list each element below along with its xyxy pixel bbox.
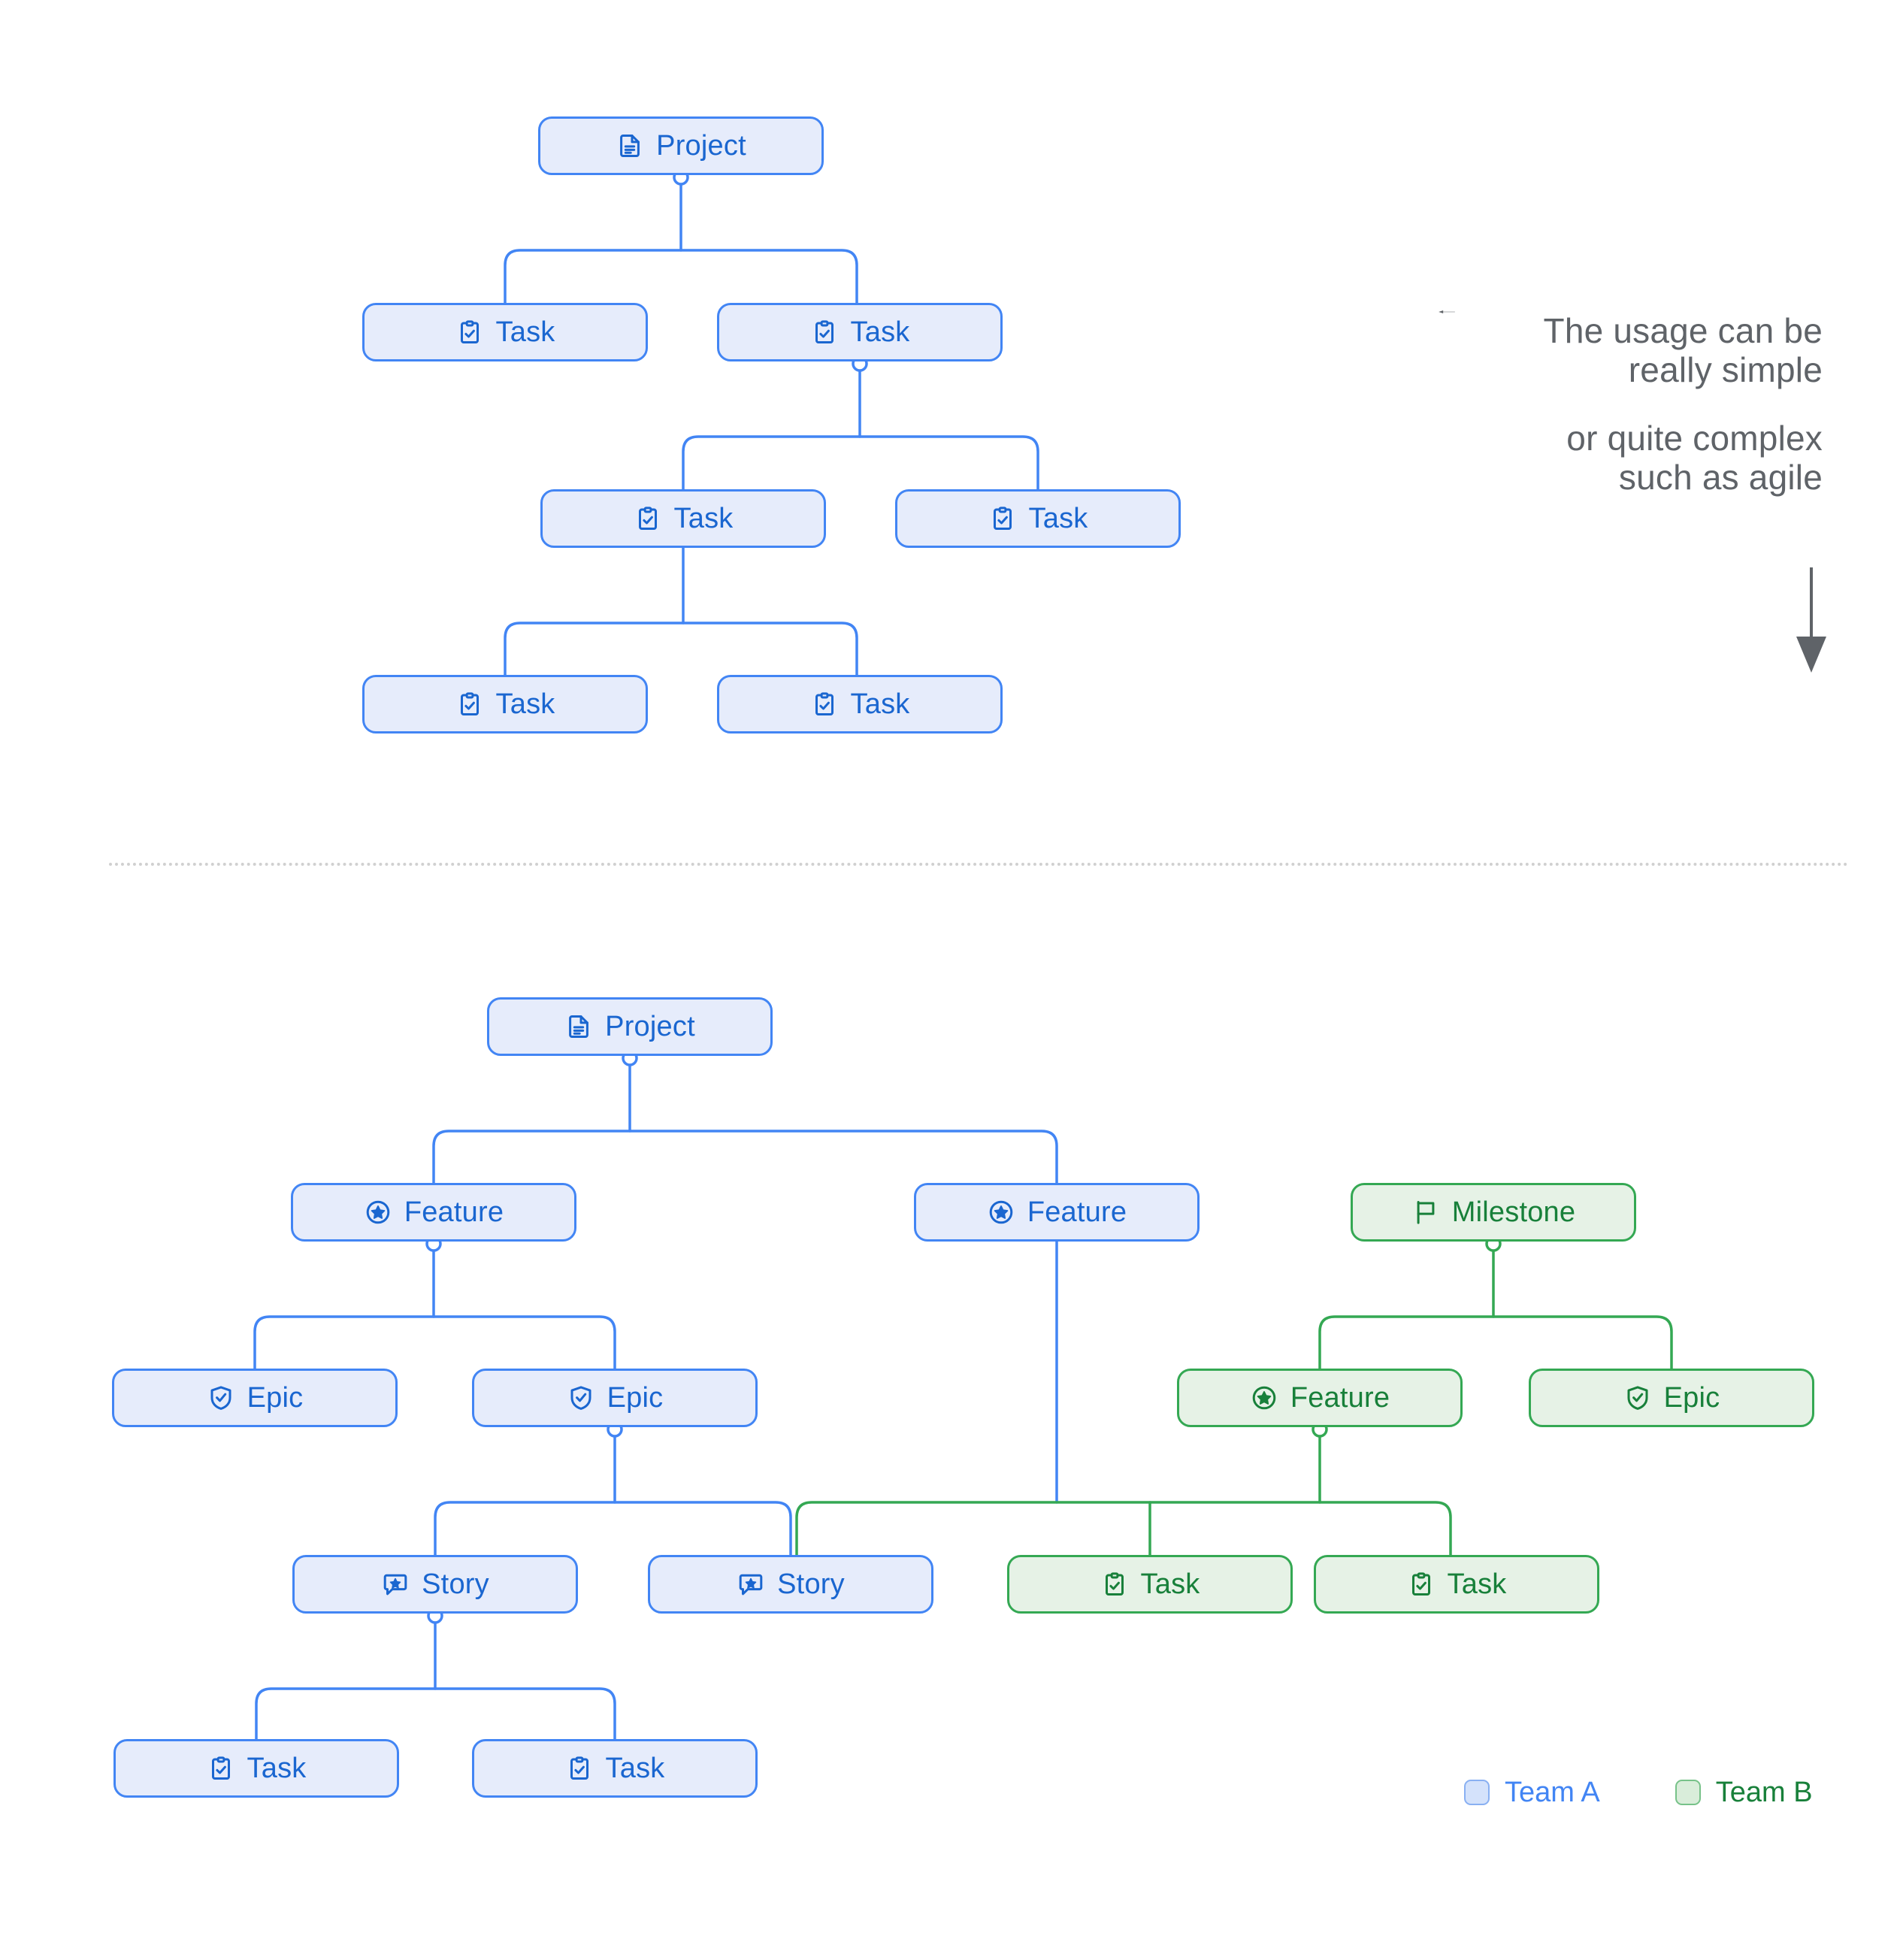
clipboard-check-icon <box>634 504 662 533</box>
legend-label-team-a: Team A <box>1505 1776 1600 1808</box>
node-label: Story <box>777 1568 845 1600</box>
chat-star-icon <box>737 1570 765 1599</box>
node-epic-5[interactable]: Epic <box>112 1369 398 1427</box>
clipboard-check-icon <box>455 690 484 718</box>
node-task-4[interactable]: Task <box>540 489 826 548</box>
node-story-9[interactable]: Story <box>292 1555 578 1614</box>
node-feature-2[interactable]: Feature <box>291 1183 576 1242</box>
node-label: Story <box>422 1568 489 1600</box>
shield-check-icon <box>207 1384 235 1412</box>
edge-green-task-bus <box>795 1501 1452 1556</box>
node-epic-6[interactable]: Epic <box>472 1369 758 1427</box>
annotation-line-1: The usage can be <box>1543 311 1823 350</box>
node-label: Epic <box>247 1382 304 1414</box>
legend-label-team-b: Team B <box>1715 1776 1813 1808</box>
chat-star-icon <box>381 1570 410 1599</box>
node-label: Task <box>850 316 910 348</box>
clipboard-check-icon <box>810 318 839 346</box>
node-task-2[interactable]: Task <box>362 303 648 361</box>
node-task-7[interactable]: Task <box>717 675 1003 733</box>
node-label: Feature <box>1290 1382 1390 1414</box>
node-label: Project <box>656 130 746 162</box>
star-circle-icon <box>364 1198 392 1227</box>
edge-milestone-children <box>1318 1240 1673 1370</box>
node-label: Feature <box>404 1196 504 1228</box>
edge-project-tasks <box>504 174 858 304</box>
node-milestone-4[interactable]: Milestone <box>1351 1183 1636 1242</box>
node-feature-3[interactable]: Feature <box>914 1183 1200 1242</box>
legend-item-team-b: Team B <box>1675 1777 1813 1809</box>
node-feature-7[interactable]: Feature <box>1177 1369 1463 1427</box>
document-icon <box>616 132 644 160</box>
edge-bproject-features <box>432 1054 1058 1184</box>
arrow-down-icon <box>1796 567 1826 673</box>
node-story-10[interactable]: Story <box>648 1555 933 1614</box>
edge-story1-tasks <box>255 1612 616 1741</box>
clipboard-check-icon <box>455 318 484 346</box>
clipboard-check-icon <box>1100 1570 1129 1599</box>
node-label: Task <box>247 1753 307 1784</box>
edge-epic2-stories <box>434 1426 792 1556</box>
node-task-11[interactable]: Task <box>1007 1555 1293 1614</box>
clipboard-check-icon <box>1407 1570 1436 1599</box>
node-task-13[interactable]: Task <box>113 1739 399 1798</box>
annotation-line-2: really simple <box>1628 349 1823 389</box>
shield-check-icon <box>567 1384 595 1412</box>
node-label: Task <box>605 1753 665 1784</box>
star-circle-icon <box>987 1198 1015 1227</box>
node-label: Task <box>673 503 734 534</box>
edge-task2-children <box>682 360 1039 491</box>
node-label: Milestone <box>1451 1196 1576 1228</box>
node-label: Task <box>1447 1568 1507 1600</box>
node-project-1[interactable]: Project <box>487 997 773 1056</box>
node-label: Feature <box>1027 1196 1127 1228</box>
arrow-left-icon <box>1439 310 1455 313</box>
legend-swatch-icon <box>1675 1780 1701 1805</box>
shield-check-icon <box>1623 1384 1652 1412</box>
node-label: Task <box>850 688 910 720</box>
node-label: Task <box>1140 1568 1200 1600</box>
annotation-line-3: or quite complex <box>1566 419 1823 458</box>
document-icon <box>564 1012 593 1041</box>
legend-swatch-icon <box>1464 1780 1490 1805</box>
node-project-1[interactable]: Project <box>538 116 824 175</box>
legend: Team A Team B <box>1464 1770 1840 1815</box>
clipboard-check-icon <box>207 1754 235 1783</box>
node-task-3[interactable]: Task <box>717 303 1003 361</box>
node-label: Task <box>1028 503 1088 534</box>
node-task-6[interactable]: Task <box>362 675 648 733</box>
clipboard-check-icon <box>565 1754 594 1783</box>
node-label: Project <box>605 1011 695 1042</box>
node-label: Epic <box>1663 1382 1720 1414</box>
node-task-14[interactable]: Task <box>472 1739 758 1798</box>
node-label: Task <box>495 316 555 348</box>
node-task-12[interactable]: Task <box>1314 1555 1599 1614</box>
node-task-5[interactable]: Task <box>895 489 1181 548</box>
node-epic-8[interactable]: Epic <box>1529 1369 1814 1427</box>
edge-feature1-epics <box>253 1240 616 1370</box>
node-label: Epic <box>607 1382 664 1414</box>
annotation-line-4: such as agile <box>1618 457 1823 497</box>
section-divider <box>109 863 1849 866</box>
annotation-text: The usage can be really simple or quite … <box>1469 311 1823 497</box>
clipboard-check-icon <box>810 690 839 718</box>
flag-icon <box>1411 1198 1440 1227</box>
node-label: Task <box>495 688 555 720</box>
edge-task3-children <box>504 546 858 676</box>
star-circle-icon <box>1250 1384 1278 1412</box>
clipboard-check-icon <box>988 504 1017 533</box>
legend-item-team-a: Team A <box>1464 1777 1600 1809</box>
